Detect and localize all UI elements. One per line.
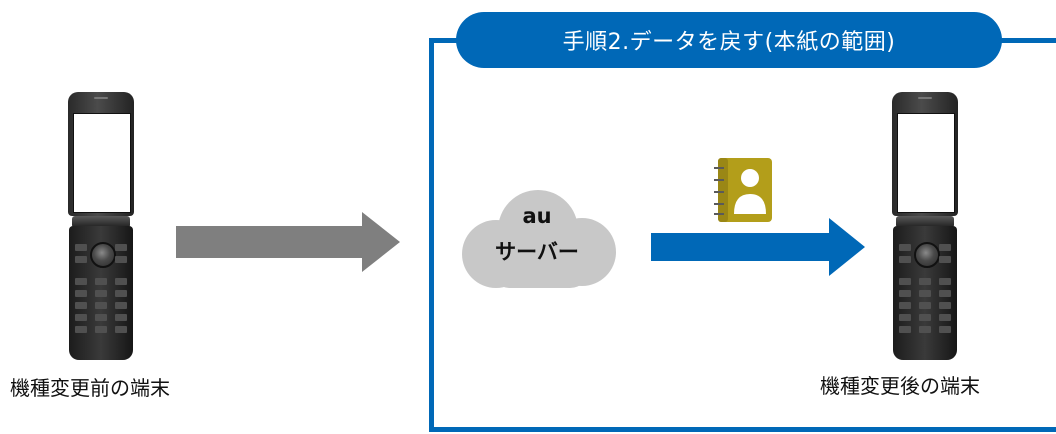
after-device-label: 機種変更後の端末 <box>820 374 980 398</box>
flip-phone-before-icon <box>68 92 134 360</box>
cloud-line-2: サーバー <box>495 240 579 264</box>
before-device-label: 機種変更前の端末 <box>10 376 170 400</box>
transfer-arrow-blue-icon <box>651 218 865 276</box>
contacts-book-icon <box>714 158 772 222</box>
step-title: 手順2.データを戻す(本紙の範囲) <box>456 12 1002 68</box>
flip-phone-after-icon <box>892 92 958 360</box>
transfer-arrow-gray-icon <box>176 212 400 272</box>
cloud-line-1: au <box>522 204 552 228</box>
server-label: au サーバー <box>462 198 612 270</box>
cloud-icon <box>462 190 616 288</box>
